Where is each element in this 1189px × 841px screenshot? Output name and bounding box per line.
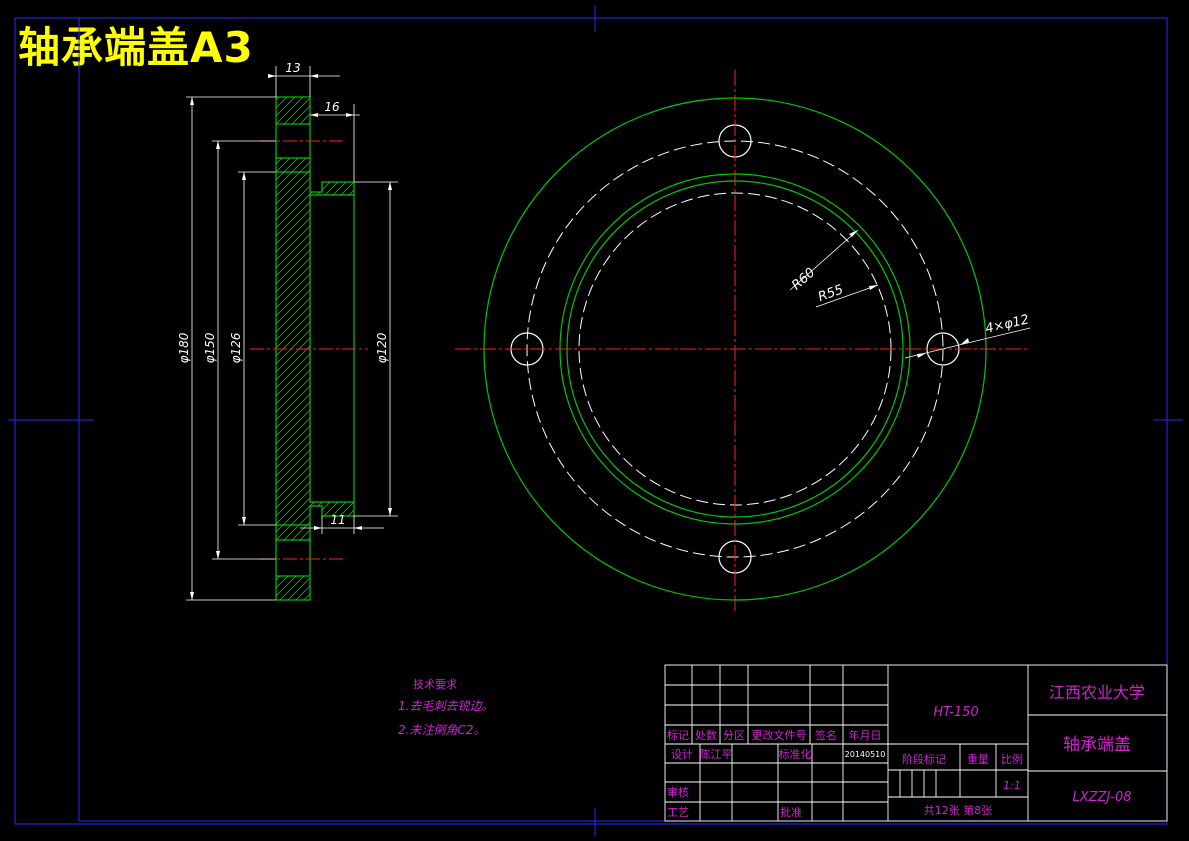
dim-r60: R60 (789, 265, 818, 293)
tb-scale-label: 比例 (1001, 752, 1023, 766)
tb-h-date: 年月日 (849, 728, 882, 742)
tb-process-label: 工艺 (667, 806, 689, 819)
dim-top-width: 13 (285, 61, 300, 75)
tb-h-zone: 分区 (723, 729, 745, 742)
sheet-border (8, 5, 1183, 836)
tb-material: HT-150 (933, 705, 978, 720)
tb-design-date: 20140510 (845, 750, 886, 759)
section-dimension-lines (186, 66, 398, 601)
dim-d180: φ180 (177, 332, 191, 363)
drawing-title: 轴承端盖A3 (18, 23, 254, 72)
tb-school: 江西农业大学 (1049, 683, 1145, 702)
tech-note-1: 1.去毛刺去锐边。 (398, 699, 493, 713)
hatch-bottom-flange (275, 575, 311, 601)
tb-h-count: 处数 (695, 729, 717, 742)
tb-h-mark: 标记 (667, 728, 689, 742)
tb-h-sign: 签名 (815, 728, 837, 742)
inner-border (78, 17, 1168, 822)
tb-scale-value: 1:1 (1003, 779, 1021, 792)
title-block: HT-150 江西农业大学 轴承端盖 LXZZJ-08 标记 处数 分区 更改文… (664, 664, 1168, 822)
dim-bottom-width: 11 (330, 513, 345, 527)
front-arrowheads (849, 230, 969, 358)
tech-notes-heading: 技术要求 (413, 678, 457, 691)
tb-review-label: 审核 (667, 785, 689, 799)
dim-d120: φ120 (375, 332, 389, 363)
section-view: 13 16 11 φ180 φ150 φ126 φ120 (177, 61, 398, 601)
front-centerlines (455, 70, 1030, 612)
section-arrowheads (190, 74, 392, 600)
tb-stage-label: 阶段标记 (902, 752, 946, 766)
outer-border (14, 17, 1168, 825)
section-hatch (275, 96, 355, 601)
dim-boss-width: 16 (324, 100, 340, 114)
front-view: R60 R55 4×φ12 (455, 70, 1030, 612)
tb-designer: 陈江平 (700, 747, 733, 761)
section-centerlines (250, 140, 368, 560)
tb-approve-label: 批准 (780, 805, 802, 819)
dim-d150: φ150 (203, 332, 217, 363)
tb-sheets: 共12张 第8张 (924, 803, 993, 817)
tb-weight-label: 重量 (967, 752, 989, 766)
hatch-top-flange (275, 96, 311, 125)
tb-design-label: 设计 (671, 748, 693, 761)
dim-d126: φ126 (229, 332, 243, 363)
tb-standard-label: 标准化 (779, 747, 812, 761)
tb-drawing-no: LXZZJ-08 (1072, 790, 1131, 805)
tech-note-2: 2.未注倒角C2。 (398, 723, 485, 737)
technical-notes: 技术要求 1.去毛刺去锐边。 2.未注倒角C2。 (398, 678, 493, 737)
tb-h-docno: 更改文件号 (752, 728, 807, 742)
hatch-body (275, 157, 355, 541)
front-dimension-lines (789, 229, 1031, 359)
tb-part-name: 轴承端盖 (1063, 735, 1131, 755)
